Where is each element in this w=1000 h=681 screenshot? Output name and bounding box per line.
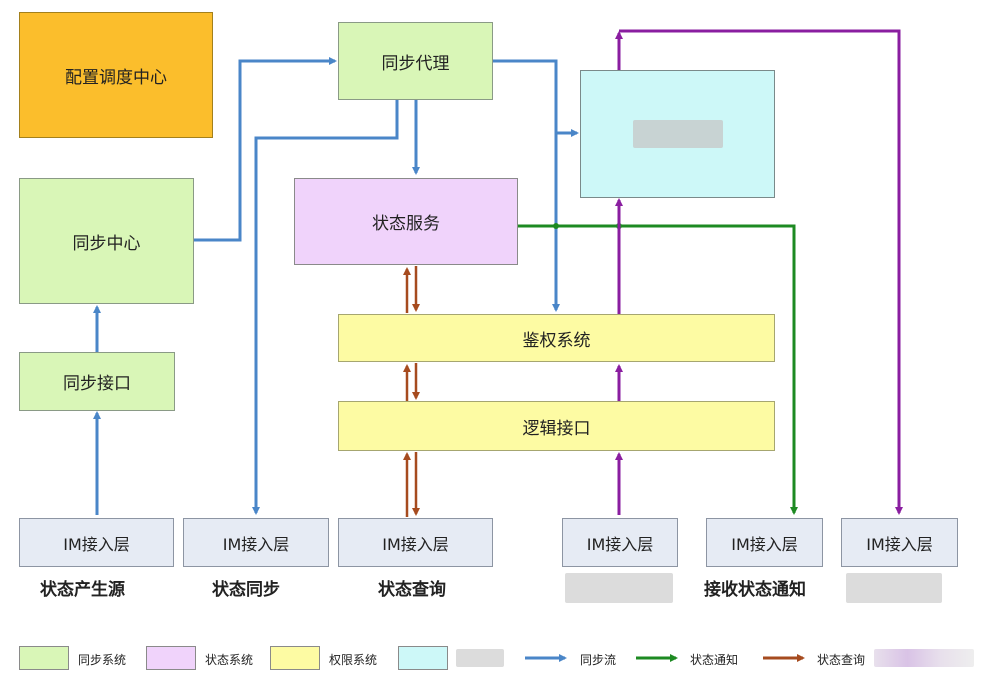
im-layer-label: IM接入层 <box>731 534 798 554</box>
query-flow-arrows <box>403 266 420 517</box>
logic-interface-label: 逻辑接口 <box>522 418 591 439</box>
notify-flow-arrows <box>518 224 798 515</box>
legend-label-notify-flow: 状态通知 <box>690 653 739 667</box>
sync-center-box: 同步中心 <box>19 178 194 304</box>
caption-status-source: 状态产生源 <box>40 580 125 600</box>
notify-junction-1 <box>553 223 559 229</box>
push-arrow-top-to-im <box>619 29 903 515</box>
legend-swatch-sync-system <box>19 646 69 670</box>
legend-label-query-flow: 状态查询 <box>817 653 866 667</box>
im-layer-label: IM接入层 <box>382 534 449 554</box>
caption-status-sync: 状态同步 <box>212 580 280 600</box>
legend-swatch-status-system <box>146 646 196 670</box>
legend-label-permission-system: 权限系统 <box>329 653 378 667</box>
caption-blurred-4 <box>565 573 673 603</box>
sync-interface-label: 同步接口 <box>63 374 131 394</box>
sync-interface-box: 同步接口 <box>19 352 175 411</box>
sync-arrow-center-to-proxy <box>194 57 337 242</box>
caption-receive-notify: 接收状态通知 <box>704 580 806 600</box>
legend-label-blurred <box>456 649 504 667</box>
legend-swatch-cyan <box>398 646 448 670</box>
status-service-label: 状态服务 <box>372 214 440 234</box>
auth-system-label: 鉴权系统 <box>522 330 591 351</box>
legend-blurred-tail <box>874 649 974 667</box>
logic-interface-box: 逻辑接口 <box>338 401 775 451</box>
cyan-box-blurred-label <box>632 120 723 148</box>
im-layer-label: IM接入层 <box>586 534 654 554</box>
config-center-box: 配置调度中心 <box>19 12 213 138</box>
im-layer-2: IM接入层 <box>183 518 329 567</box>
legend-label-sync-flow: 同步流 <box>580 653 617 667</box>
caption-blurred-6 <box>846 573 942 603</box>
sync-arrow-proxy-to-im <box>252 100 399 515</box>
status-service-box: 状态服务 <box>294 178 518 265</box>
legend-swatch-permission-system <box>270 646 320 670</box>
im-layer-1: IM接入层 <box>19 518 174 567</box>
sync-center-label: 同步中心 <box>72 233 141 254</box>
im-layer-label: IM接入层 <box>222 534 290 554</box>
notify-arrow-status-to-im <box>518 224 798 515</box>
legend-label-status-system: 状态系统 <box>205 653 254 667</box>
im-layer-6: IM接入层 <box>841 518 958 567</box>
im-layer-label: IM接入层 <box>63 534 130 554</box>
cyan-box <box>580 70 775 198</box>
caption-status-query: 状态查询 <box>378 580 446 600</box>
sync-proxy-box: 同步代理 <box>338 22 493 100</box>
auth-system-box: 鉴权系统 <box>338 314 775 362</box>
sync-proxy-label: 同步代理 <box>381 53 450 74</box>
im-layer-label: IM接入层 <box>866 534 933 554</box>
legend-label-sync-system: 同步系统 <box>78 653 127 667</box>
im-layer-4: IM接入层 <box>562 518 678 567</box>
im-layer-5: IM接入层 <box>706 518 823 567</box>
config-center-label: 配置调度中心 <box>65 67 167 88</box>
im-layer-3: IM接入层 <box>338 518 493 567</box>
push-flow-arrows <box>615 29 903 515</box>
